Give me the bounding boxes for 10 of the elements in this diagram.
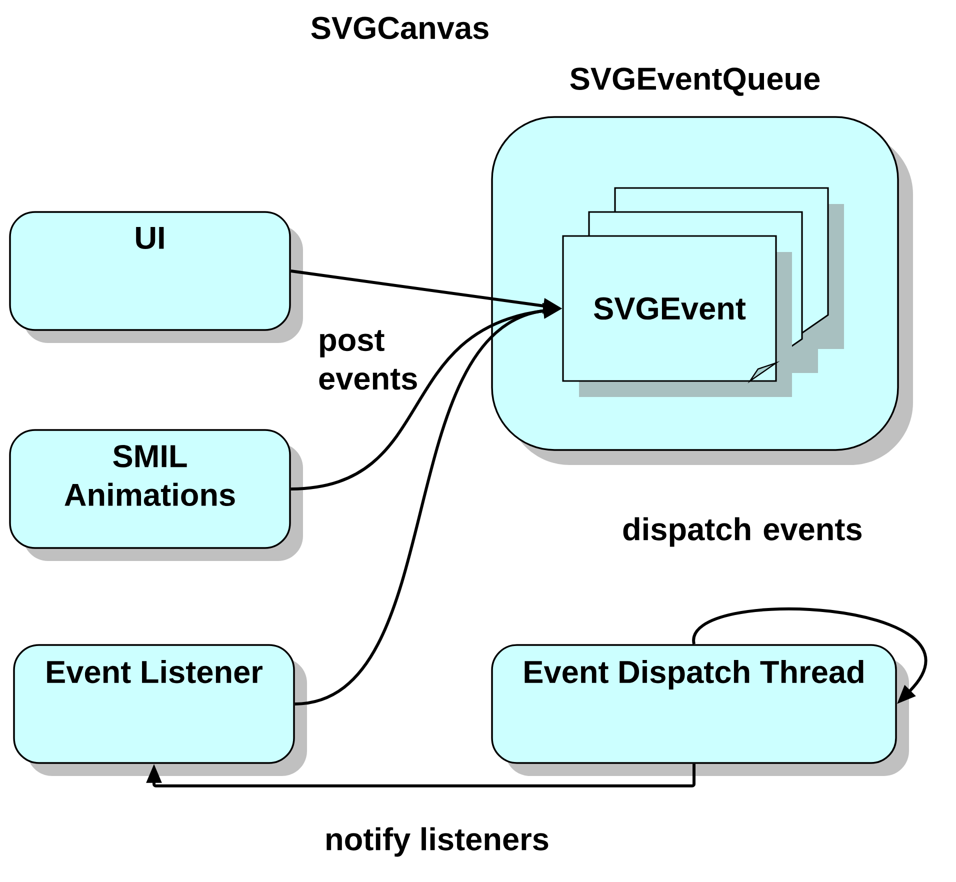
process-box: Event Dispatch Thread (491, 644, 910, 776)
arrow (146, 764, 696, 788)
note-label: post events (319, 330, 417, 390)
title: SVGCanvas (311, 16, 488, 40)
process-box: Event Listener (13, 644, 307, 776)
process-box: SMIL Animations (9, 429, 303, 561)
process-box: UI (9, 211, 303, 343)
note-label: dispatch events (623, 517, 862, 547)
node-label: SVGEventQueue (570, 68, 820, 96)
edge-label: notify listeners (322, 826, 552, 858)
